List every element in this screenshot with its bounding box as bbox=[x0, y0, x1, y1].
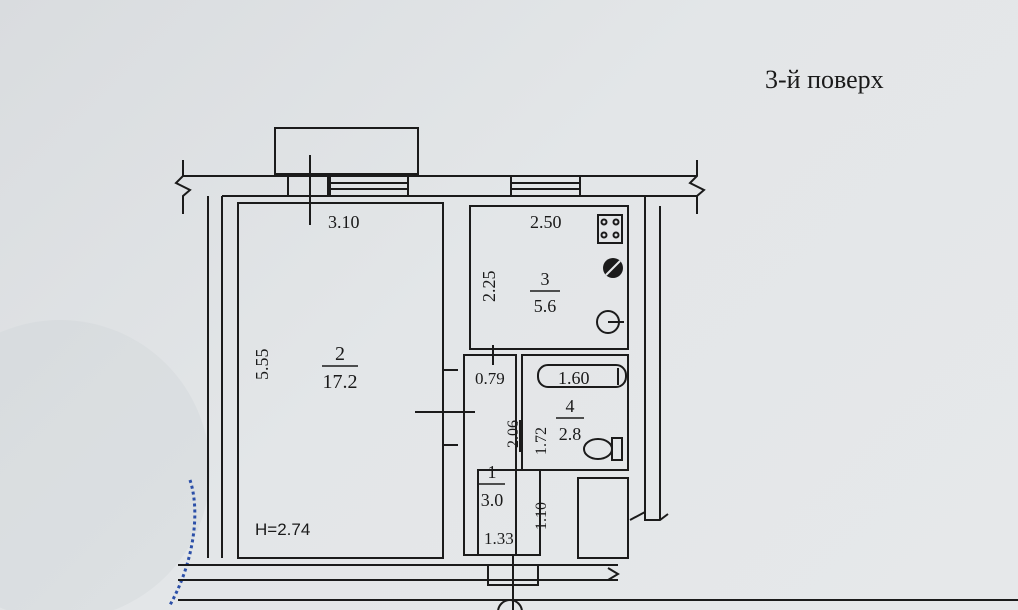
dim-corridor-upper: 0.79 bbox=[475, 369, 505, 388]
room-4-number: 4 bbox=[566, 396, 575, 416]
boiler-icon bbox=[603, 258, 623, 278]
stamp-shadow bbox=[0, 320, 210, 610]
dim-room2-length: 5.55 bbox=[252, 349, 272, 381]
wall-break-left bbox=[174, 160, 192, 214]
bathtub bbox=[537, 364, 627, 388]
dim-room3-length: 2.25 bbox=[479, 271, 499, 303]
toilet-tank bbox=[611, 437, 623, 461]
room-2-number: 2 bbox=[335, 343, 345, 365]
ceiling-height: H=2.74 bbox=[255, 520, 310, 539]
room-1-number: 1 bbox=[488, 462, 497, 482]
window-2 bbox=[329, 175, 409, 197]
dim-corridor-length: 2.06 bbox=[505, 420, 522, 448]
shaft-outline bbox=[577, 477, 629, 559]
room-2-outline bbox=[237, 202, 444, 559]
room-1-outline bbox=[477, 469, 541, 556]
dim-bath-width: 1.60 bbox=[558, 368, 590, 388]
dim-hall-width: 1.33 bbox=[484, 529, 514, 548]
room-2-area: 17.2 bbox=[323, 371, 358, 393]
floor-label: 3-й поверх bbox=[765, 65, 884, 94]
room-3-area: 5.6 bbox=[534, 296, 557, 316]
stove-icon bbox=[597, 214, 623, 244]
room-4-outline bbox=[521, 354, 629, 471]
room-1-area: 3.0 bbox=[481, 490, 504, 510]
balcony-outline bbox=[274, 127, 419, 175]
toilet-icon bbox=[583, 438, 613, 460]
room-4-area: 2.8 bbox=[559, 424, 582, 444]
dim-room3-width: 2.50 bbox=[530, 212, 562, 232]
wall-break-right bbox=[688, 160, 706, 214]
room-3-number: 3 bbox=[541, 269, 550, 289]
dim-hall-length: 1.10 bbox=[533, 502, 550, 530]
dim-bath-length: 1.72 bbox=[533, 427, 550, 455]
dim-room2-width: 3.10 bbox=[328, 212, 360, 232]
window-1 bbox=[287, 175, 329, 197]
room-3-outline bbox=[469, 205, 629, 350]
window-3 bbox=[510, 175, 581, 197]
